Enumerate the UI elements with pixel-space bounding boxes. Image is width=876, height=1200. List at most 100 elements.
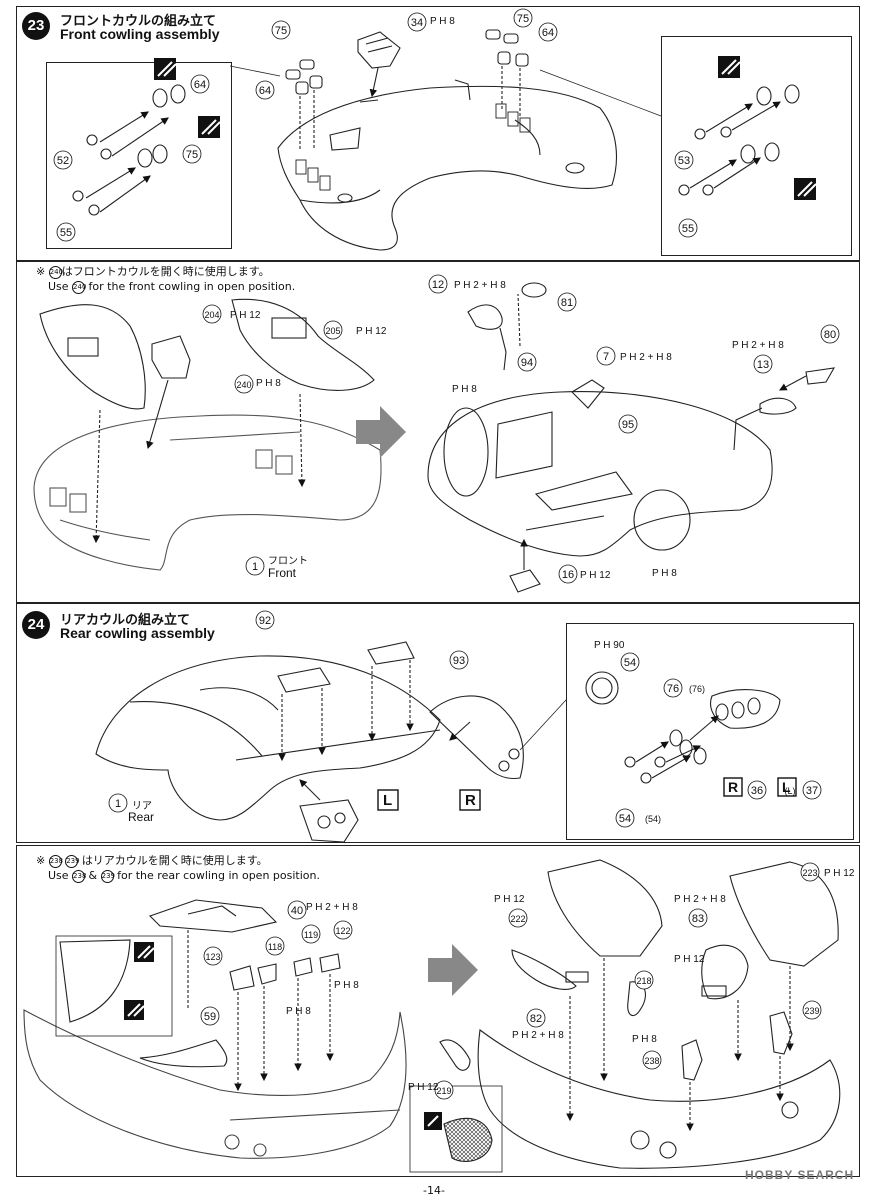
callout-circle [428, 274, 448, 294]
part-number-callout: 122 [335, 926, 350, 936]
label-L-box: L [383, 792, 393, 809]
part-number-callout: 7 [603, 351, 609, 363]
step-number-23: 23 [22, 12, 50, 40]
part-number-callout: 54 [619, 813, 631, 825]
callout-circle [688, 908, 708, 928]
paint-spec-16: P H 12 [580, 570, 611, 581]
step24-open-panel [16, 845, 860, 1177]
callout-circle [434, 1080, 454, 1100]
label-L-inset: L [782, 779, 791, 795]
callout-circle [234, 374, 254, 394]
callout-circle [558, 564, 578, 584]
part-number-callout: 95 [622, 419, 634, 431]
step23-open-panel [16, 261, 860, 603]
callout-circle [407, 12, 427, 32]
callout-circle [449, 650, 469, 670]
part-number-callout: 119 [304, 930, 318, 940]
step24-inset [566, 623, 854, 840]
part-number-callout: 76 [667, 683, 679, 695]
part-number-callout: 223 [802, 868, 817, 878]
callout-circle [271, 20, 291, 40]
part-number-callout: 81 [561, 297, 573, 309]
paint-spec-34: P H 8 [430, 16, 455, 27]
callout-circle [53, 150, 73, 170]
paint-spec-82: P H 2 + H 8 [512, 1030, 564, 1041]
callout-circle [802, 1000, 822, 1020]
paint-spec-h8-left: P H 8 [452, 384, 477, 395]
paint-spec-205: P H 12 [356, 326, 387, 337]
callout-circle [634, 970, 654, 990]
part-number-callout: 64 [259, 85, 271, 97]
part-number-callout: 204 [204, 310, 219, 320]
part-204 [39, 304, 146, 410]
part-205 [231, 298, 375, 391]
watermark: HOBBY SEARCH [745, 1168, 855, 1182]
rear-label-en: Rear [128, 810, 155, 824]
part-number-callout: 53 [678, 155, 690, 167]
step23-panel [16, 6, 860, 261]
part-number-callout: 75 [517, 13, 529, 25]
paint-spec-83: P H 2 + H 8 [674, 894, 726, 905]
callout-circle [678, 218, 698, 238]
step24-title-jp: リアカウルの組み立て [60, 613, 191, 628]
paint-spec-h8-right: P H 8 [652, 568, 677, 579]
callout-circle [200, 1006, 220, 1026]
part-number-callout: 83 [692, 913, 704, 925]
step23-inset-left [46, 62, 232, 249]
step23-title-en: Front cowling assembly [60, 26, 220, 42]
callout-circle [747, 780, 767, 800]
paint-spec-7: P H 2 + H 8 [620, 352, 672, 363]
rear-cowl-assembled [477, 1028, 841, 1169]
part-number-callout: 123 [205, 952, 220, 962]
part-number-callout: 75 [186, 149, 198, 161]
part-number-callout: 13 [757, 359, 769, 371]
part-240 [151, 335, 191, 379]
page-number: -14- [423, 1184, 445, 1197]
front-label-en: Front [268, 566, 297, 580]
part-number-callout: 80 [824, 329, 836, 341]
part-number-callout: 219 [436, 1086, 451, 1096]
part-number-callout: 64 [194, 79, 206, 91]
paint-spec-13: P H 2 + H 8 [732, 340, 784, 351]
label-R-inset: R [728, 779, 739, 795]
part-number-callout: 59 [204, 1011, 216, 1023]
part-number-callout: 118 [268, 942, 282, 952]
paint-spec-238: P H 8 [632, 1034, 657, 1045]
part-number-callout: 64 [542, 27, 554, 39]
part-number-callout: 218 [636, 976, 651, 986]
part-number-callout: 240 [236, 380, 251, 390]
callout-circle [517, 352, 537, 372]
part-number-callout: 55 [682, 223, 694, 235]
paint-spec-12: P H 2 + H 8 [454, 280, 506, 291]
callout-circle [620, 652, 640, 672]
inset-left-parts [72, 84, 186, 216]
part-34 [357, 31, 401, 69]
callout-circle [800, 862, 820, 882]
part-number-callout: 37 [806, 785, 818, 797]
part-number-callout: 82 [530, 1013, 542, 1025]
callout-circle [508, 908, 528, 928]
part-number-callout: 75 [275, 25, 287, 37]
label-R-box: R [465, 792, 476, 809]
paint-spec-219: P H 12 [408, 1082, 439, 1093]
part-number-callout: 54 [624, 657, 636, 669]
step24-panel [16, 603, 860, 843]
paint-spec-122: P H 8 [334, 980, 359, 991]
callout-circle [333, 920, 353, 940]
rear-cowl-open-left [23, 1009, 407, 1159]
front-cowl-assembled [427, 391, 773, 557]
front-cowl-open-left [33, 414, 382, 571]
callout-circle [301, 924, 321, 944]
callout-circle [674, 150, 694, 170]
callout-circle [190, 74, 210, 94]
step-number-24: 24 [22, 611, 50, 639]
part-number-callout: 55 [60, 227, 72, 239]
rear-cowl [95, 655, 441, 821]
callout-circle [202, 304, 222, 324]
part-number-callout: 16 [562, 569, 574, 581]
paint-spec-222: P H 12 [494, 894, 525, 905]
step23-title-jp: フロントカウルの組み立て [60, 14, 217, 29]
paint-spec-54: P H 90 [594, 640, 625, 651]
callout-circle [255, 80, 275, 100]
part-number-callout: 239 [804, 1006, 819, 1016]
